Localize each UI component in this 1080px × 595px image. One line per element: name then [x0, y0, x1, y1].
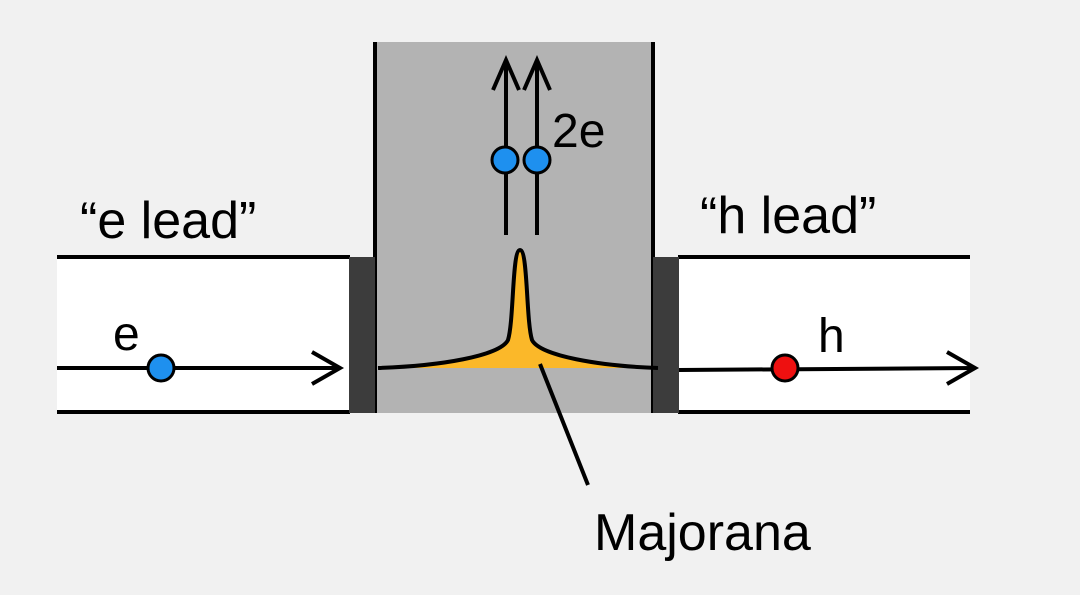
outgoing-hole-path	[678, 366, 976, 372]
cooper-pair-arrowhead-left	[491, 54, 521, 91]
majorana-peak-outline	[377, 247, 659, 370]
e-lead-label: “e lead”	[80, 192, 256, 250]
majorana-peak	[378, 250, 658, 368]
majorana-pointer-line	[538, 363, 590, 486]
incoming-arrowhead	[311, 350, 345, 386]
e-lead-channel	[57, 257, 350, 412]
majorana-label: Majorana	[594, 504, 811, 562]
outgoing-particle-label: h	[818, 310, 845, 363]
cooper-pair-label: 2e	[552, 105, 605, 158]
outgoing-arrowhead	[946, 350, 980, 386]
cooper-electron-left-marker	[490, 145, 520, 175]
h-lead-channel	[678, 257, 970, 412]
h-lead-label: “h lead”	[700, 187, 876, 245]
hole-marker	[770, 353, 800, 383]
incoming-particle-label: e	[113, 308, 140, 361]
cooper-pair-arrowhead-right	[522, 54, 552, 91]
cooper-electron-right-marker	[522, 145, 552, 175]
electron-marker	[146, 353, 176, 383]
right-tunnel-barrier	[653, 257, 679, 413]
left-tunnel-barrier	[349, 257, 375, 413]
